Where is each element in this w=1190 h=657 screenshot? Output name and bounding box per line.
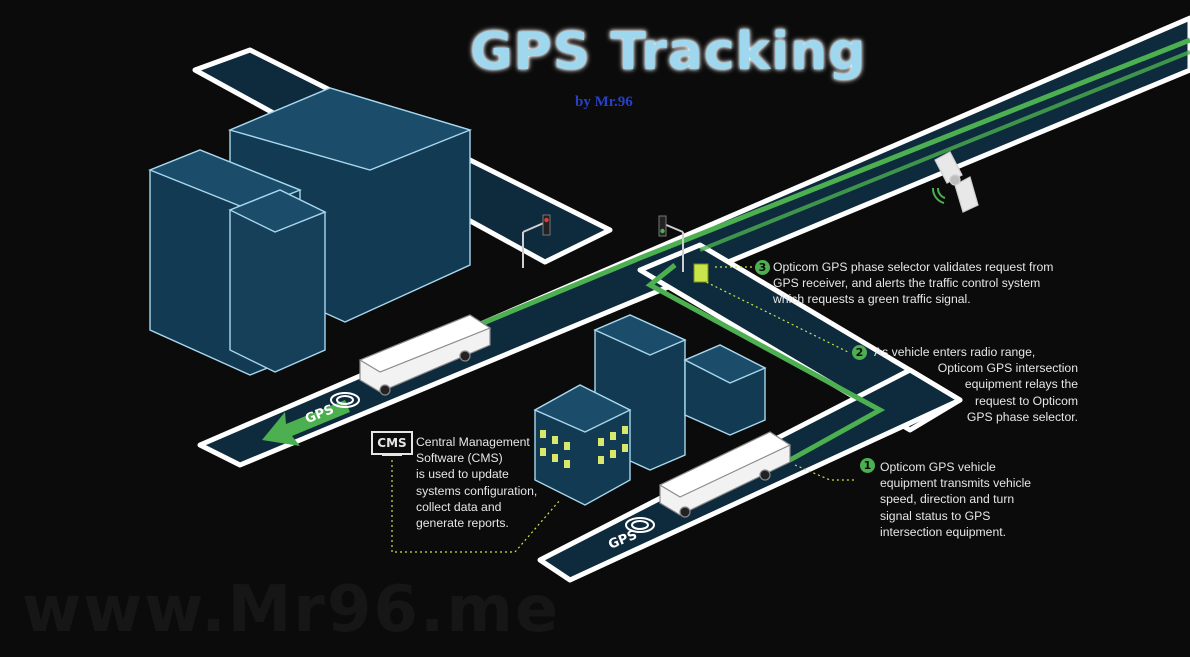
step-3-line: Opticom GPS phase selector validates req…: [773, 260, 1054, 274]
cms-line: Software (CMS): [416, 451, 503, 466]
cms-line: collect data and: [416, 499, 502, 514]
phase-selector-box: [693, 263, 709, 283]
cms-line: generate reports.: [416, 516, 509, 531]
cms-monitor-stand: [382, 454, 402, 456]
bus-lower: [658, 431, 792, 518]
green-route-main: [429, 37, 1190, 348]
gps-signal-lower-icon: [625, 517, 655, 533]
traffic-light-left-icon: [522, 214, 551, 268]
green-route-main-2: [699, 50, 1190, 252]
step-1-line: speed, direction and turn: [880, 492, 1015, 507]
step-1-description: Opticom GPS vehicle equipment transmits …: [880, 459, 1031, 540]
step-3-badge: 3: [755, 260, 770, 275]
cms-line: Central Management: [416, 435, 530, 449]
step-2-line: equipment relays the: [964, 377, 1078, 392]
traffic-light-right-icon: [658, 215, 684, 272]
step-2-badge: 2: [852, 345, 867, 360]
byline: by Mr.96: [575, 94, 633, 110]
green-route-turn: [645, 263, 886, 463]
watermark: www.Mr96.me: [22, 573, 561, 647]
step-2-line: GPS phase selector.: [966, 409, 1078, 424]
step-1-line: Opticom GPS vehicle: [880, 460, 996, 474]
leader-lines: [391, 266, 855, 553]
office-buildings-center: [533, 314, 767, 506]
step-2-line: As vehicle enters radio range,: [874, 345, 1036, 359]
step-3-description: Opticom GPS phase selector validates req…: [773, 259, 1053, 308]
step-2-line: Opticom GPS intersection: [937, 361, 1078, 376]
cms-monitor-icon: CMS: [371, 431, 413, 455]
step-3-line: which requests a green traffic signal.: [773, 292, 971, 307]
step-3-line: GPS receiver, and alerts the traffic con…: [773, 276, 1041, 291]
step-1-badge: 1: [860, 458, 875, 473]
cms-line: systems configuration,: [416, 483, 538, 498]
bus-upper: [358, 314, 492, 396]
step-2-line: request to Opticom: [975, 393, 1078, 408]
gps-signal-upper-icon: [330, 392, 360, 408]
cms-line: is used to update: [416, 467, 509, 482]
step-1-line: signal status to GPS: [880, 508, 991, 523]
office-buildings-left: [148, 87, 473, 376]
satellite-icon: [931, 151, 979, 213]
step-1-line: equipment transmits vehicle: [880, 476, 1032, 491]
direction-arrow-icon: [262, 400, 350, 446]
cms-description: Central Management Software (CMS) is use…: [416, 434, 537, 531]
step-2-description: As vehicle enters radio range, Opticom G…: [868, 344, 1078, 425]
lit-windows: [540, 426, 628, 468]
step-1-line: intersection equipment.: [880, 524, 1007, 539]
page-title: GPS Tracking: [470, 22, 867, 82]
